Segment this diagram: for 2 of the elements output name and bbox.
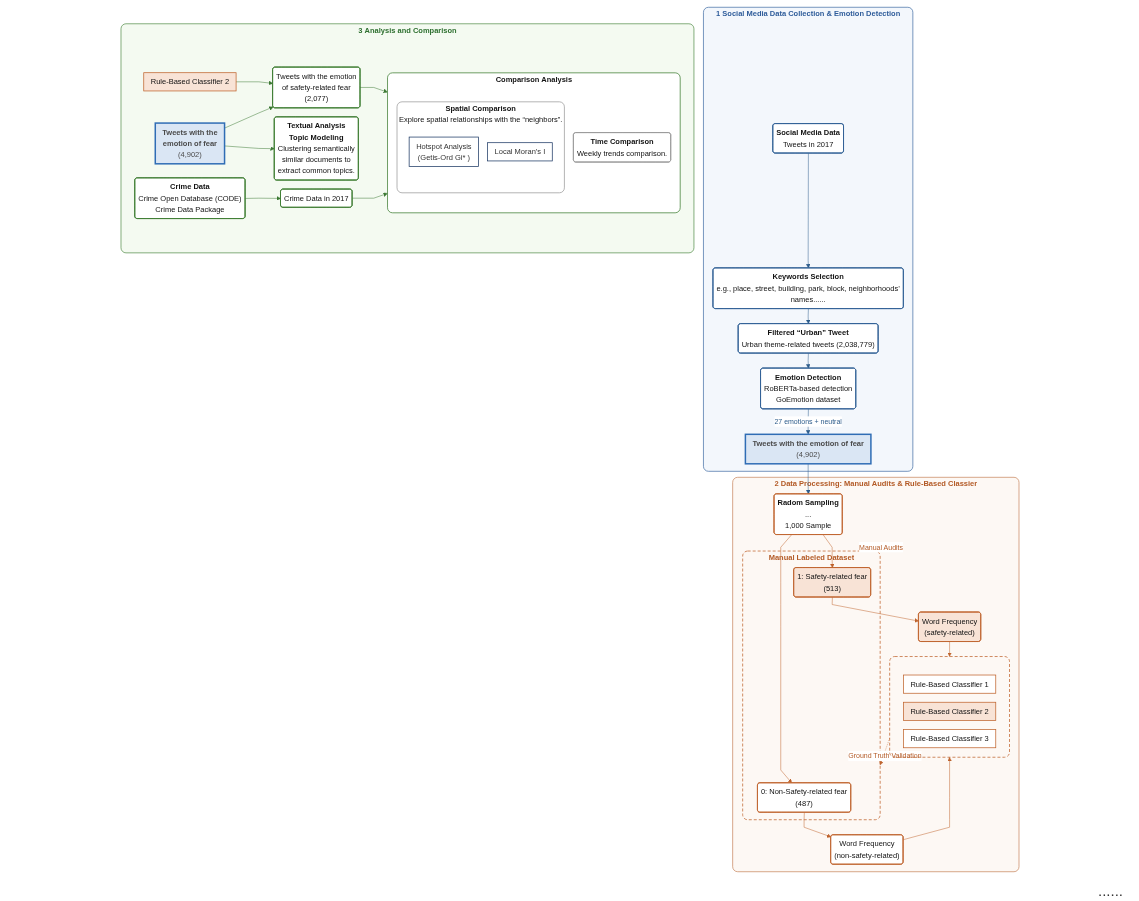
cluster [888, 656, 1010, 758]
ellipsis-label: ...... [1098, 881, 1123, 899]
